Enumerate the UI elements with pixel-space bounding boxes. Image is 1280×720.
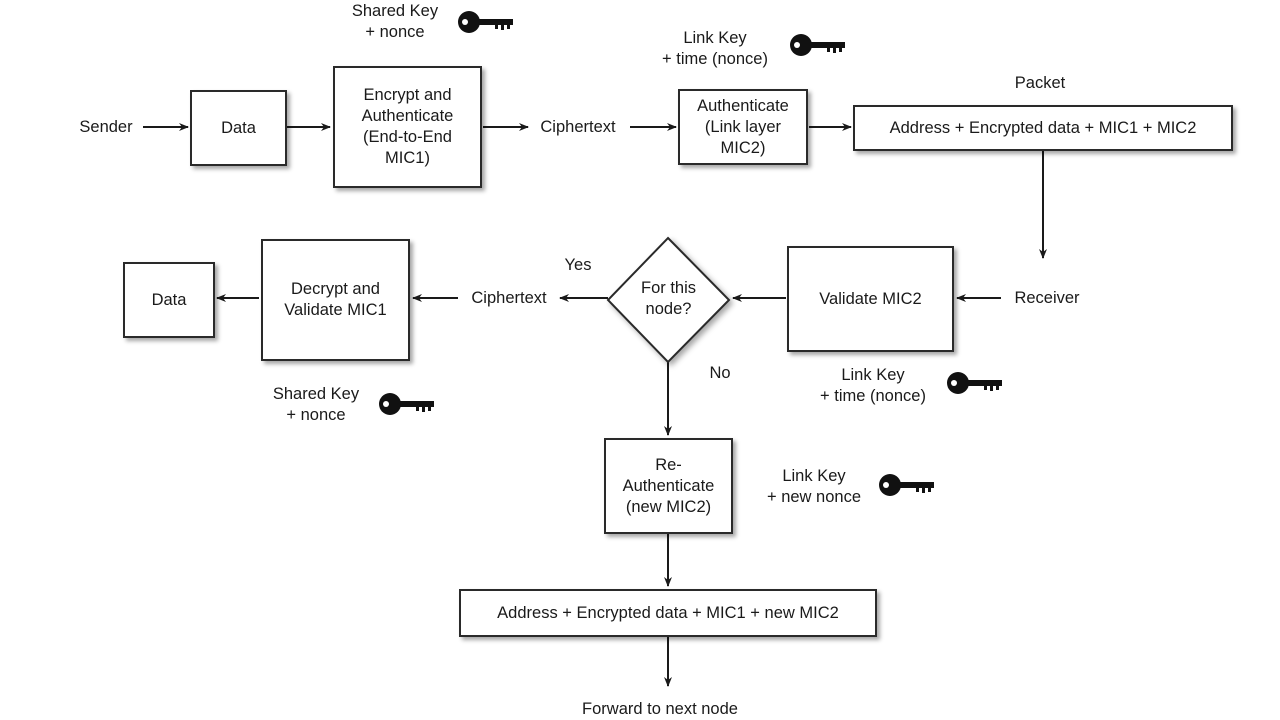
- shared-key-icon-top: [458, 11, 513, 33]
- link-key-label-top: Link Key + time (nonce): [662, 29, 768, 68]
- link-key-icon-mid: [947, 372, 1002, 394]
- link-key-icon-top: [790, 34, 845, 56]
- shared-key-label-mid: Shared Key + nonce: [272, 385, 360, 424]
- shared-key-icon-mid: [379, 393, 434, 415]
- forward-label: Forward to next node: [582, 700, 738, 718]
- yes-label: Yes: [564, 256, 592, 274]
- data-box-mid: Data: [123, 262, 215, 338]
- ciphertext-label-top: Ciphertext: [540, 118, 616, 136]
- decision-text: For this node?: [640, 279, 696, 318]
- data-box-top: Data: [190, 90, 287, 166]
- no-label: No: [709, 364, 731, 382]
- decrypt-validate-box: Decrypt and Validate MIC1: [261, 239, 410, 361]
- authenticate-link-box: Authenticate (Link layer MIC2): [678, 89, 808, 165]
- packet-box: Address + Encrypted data + MIC1 + MIC2: [853, 105, 1233, 151]
- link-key-label-new: Link Key + new nonce: [766, 467, 862, 506]
- forward-packet-box: Address + Encrypted data + MIC1 + new MI…: [459, 589, 877, 637]
- packet-label: Packet: [1014, 74, 1066, 92]
- shared-key-label-top: Shared Key + nonce: [351, 2, 439, 41]
- encrypt-authenticate-box: Encrypt and Authenticate (End-to-End MIC…: [333, 66, 482, 188]
- sender-label: Sender: [79, 118, 133, 136]
- receiver-label: Receiver: [1014, 289, 1080, 307]
- validate-mic2-box: Validate MIC2: [787, 246, 954, 352]
- decision-diamond: [606, 236, 731, 364]
- ciphertext-label-mid: Ciphertext: [471, 289, 547, 307]
- reauthenticate-box: Re- Authenticate (new MIC2): [604, 438, 733, 534]
- link-key-icon-new: [879, 474, 934, 496]
- link-key-label-mid: Link Key + time (nonce): [820, 366, 926, 405]
